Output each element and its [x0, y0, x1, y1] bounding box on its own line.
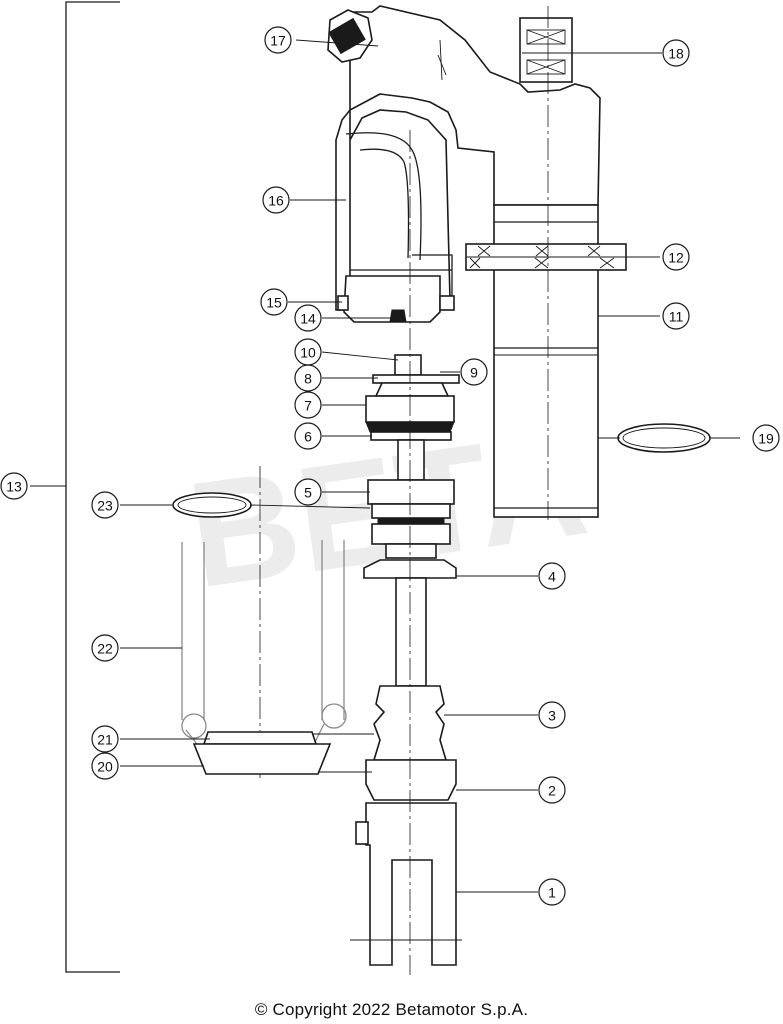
- assembly-bracket-13: [65, 1, 120, 973]
- callout-3-circle: [538, 701, 566, 729]
- callout-7-label: 7: [304, 398, 312, 414]
- callout-22[interactable]: 22: [91, 634, 119, 662]
- preload-ring-12: [465, 243, 627, 271]
- leader-lines: [30, 39, 740, 893]
- callout-5[interactable]: 5: [294, 478, 322, 506]
- callout-22-circle: [91, 634, 119, 662]
- callout-6-label: 6: [304, 429, 312, 445]
- callout-15-label: 15: [266, 295, 282, 311]
- callout-19-label: 19: [758, 431, 774, 447]
- callout-1[interactable]: 1: [538, 878, 566, 906]
- callout-14-circle: [294, 304, 322, 332]
- callout-23[interactable]: 23: [91, 491, 119, 519]
- callout-18-label: 18: [668, 46, 684, 62]
- callout-7-circle: [294, 391, 322, 419]
- copyright-text: © Copyright 2022 Betamotor S.p.A.: [254, 1000, 529, 1019]
- callout-9-label: 9: [470, 365, 478, 381]
- callout-13-label: 13: [6, 479, 22, 495]
- callout-12[interactable]: 12: [662, 243, 690, 271]
- callout-4-label: 4: [548, 569, 556, 585]
- callout-1-circle: [538, 878, 566, 906]
- callout-16-circle: [262, 186, 290, 214]
- callout-16[interactable]: 16: [262, 186, 290, 214]
- callout-10-circle: [294, 338, 322, 366]
- callout-1-label: 1: [548, 885, 556, 901]
- callout-2[interactable]: 2: [538, 776, 566, 804]
- callout-15-circle: [260, 288, 288, 316]
- spring-assembly-ghost: [181, 466, 347, 778]
- callout-2-label: 2: [548, 783, 556, 799]
- callout-6-circle: [294, 422, 322, 450]
- callout-10[interactable]: 10: [294, 338, 322, 366]
- callout-15[interactable]: 15: [260, 288, 288, 316]
- piston-rod-stack: [350, 354, 462, 966]
- callout-19[interactable]: 19: [752, 424, 780, 452]
- callout-21[interactable]: 21: [91, 725, 119, 753]
- callout-10-label: 10: [300, 345, 316, 361]
- callout-7[interactable]: 7: [294, 391, 322, 419]
- ring-23: [172, 492, 252, 518]
- callout-22-label: 22: [97, 641, 113, 657]
- callout-17[interactable]: 17: [264, 26, 292, 54]
- callout-9[interactable]: 9: [460, 358, 488, 386]
- callout-12-label: 12: [668, 250, 684, 266]
- callout-20[interactable]: 20: [91, 752, 119, 780]
- callout-11-label: 11: [669, 309, 684, 325]
- callout-8-label: 8: [304, 371, 312, 387]
- callout-20-circle: [91, 752, 119, 780]
- callout-2-circle: [538, 776, 566, 804]
- callout-4[interactable]: 4: [538, 562, 566, 590]
- callout-17-circle: [264, 26, 292, 54]
- shock-body-upper-mount: [327, 5, 601, 323]
- callout-23-circle: [91, 491, 119, 519]
- callout-6[interactable]: 6: [294, 422, 322, 450]
- callout-16-label: 16: [268, 193, 284, 209]
- callout-18-circle: [662, 39, 690, 67]
- callout-3-label: 3: [548, 708, 556, 724]
- callout-18[interactable]: 18: [662, 39, 690, 67]
- callout-23-label: 23: [97, 498, 113, 514]
- callout-3[interactable]: 3: [538, 701, 566, 729]
- callout-20-label: 20: [97, 759, 113, 775]
- ring-19: [617, 423, 711, 453]
- callout-5-circle: [294, 478, 322, 506]
- callout-11[interactable]: 11: [662, 302, 690, 330]
- callout-21-label: 21: [97, 732, 113, 748]
- callout-14-label: 14: [300, 311, 316, 327]
- callout-11-circle: [662, 302, 690, 330]
- callout-19-circle: [752, 424, 780, 452]
- callout-13[interactable]: 13: [0, 472, 28, 500]
- callout-21-circle: [91, 725, 119, 753]
- callout-4-circle: [538, 562, 566, 590]
- callout-12-circle: [662, 243, 690, 271]
- callout-5-label: 5: [304, 485, 312, 501]
- callout-13-circle: [0, 472, 28, 500]
- callout-14[interactable]: 14: [294, 304, 322, 332]
- callout-8[interactable]: 8: [294, 364, 322, 392]
- callout-9-circle: [460, 358, 488, 386]
- callout-17-label: 17: [270, 33, 286, 49]
